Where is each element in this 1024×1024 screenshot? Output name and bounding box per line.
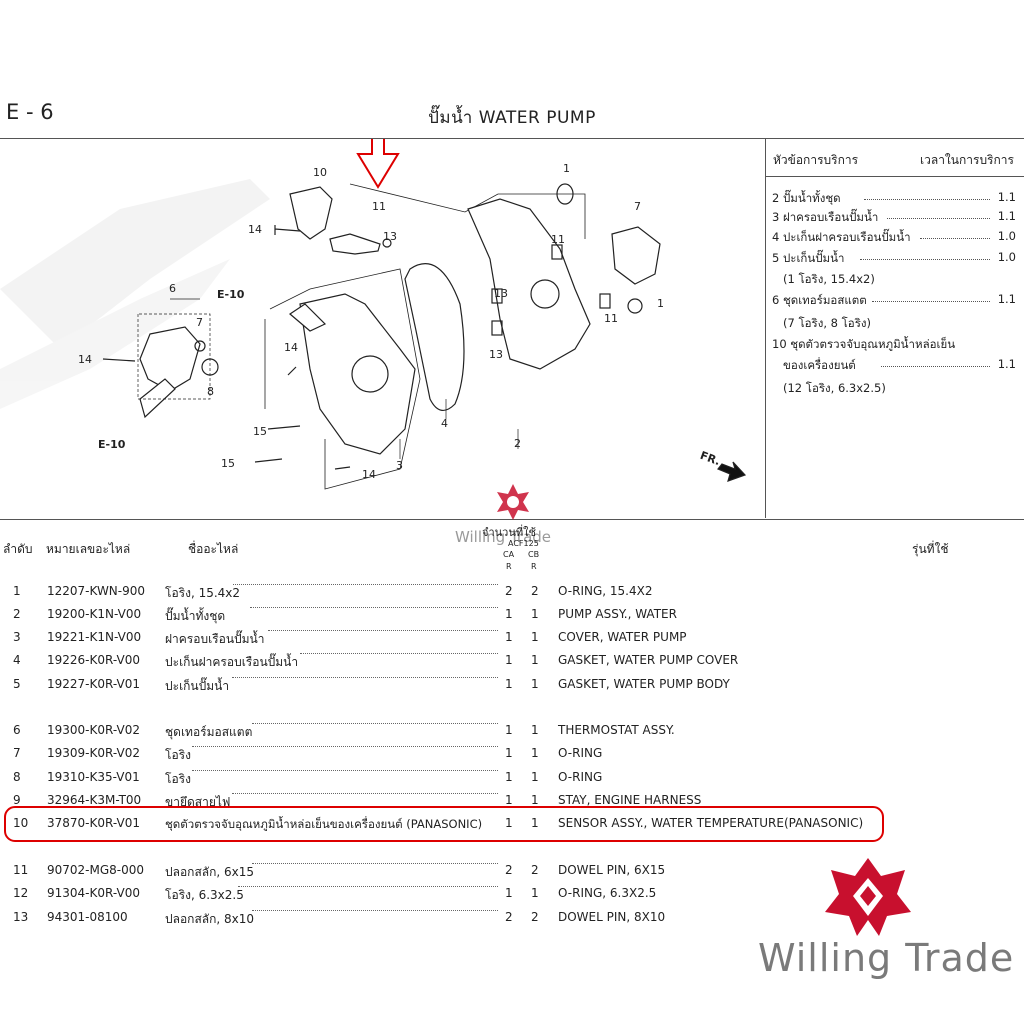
col-header-part-no: หมายเลขอะไหล่ — [46, 542, 131, 556]
reference-label: E-10 — [217, 288, 245, 301]
brand-watermark-small: Willing Trade — [455, 528, 552, 546]
diagram-frame — [0, 138, 1024, 520]
service-item: ของเครื่องยนต์1.1 — [783, 357, 1016, 372]
page-title: ปั๊มน้ำ WATER PUMP — [428, 108, 596, 128]
service-divider — [765, 138, 766, 518]
wing-background-icon — [0, 179, 270, 409]
callout: 14 — [284, 341, 298, 354]
callout: 6 — [169, 282, 176, 295]
qty-sub-a: CA — [503, 550, 515, 559]
brand-watermark: Willing Trade — [758, 936, 1015, 980]
service-item-note: (12 โอริง, 6.3x2.5) — [783, 381, 886, 395]
callout: 10 — [313, 166, 327, 179]
qty-sub-b: CB — [528, 550, 540, 559]
callout: 3 — [396, 459, 403, 472]
qty-sub-r2: R — [531, 562, 537, 571]
brand-logo-icon — [825, 858, 911, 936]
callout: 1 — [563, 162, 570, 175]
callout: 15 — [253, 425, 267, 438]
callout: 11 — [604, 312, 618, 325]
callout: 11 — [372, 200, 386, 213]
callout: 7 — [196, 316, 203, 329]
service-time-heading: เวลาในการบริการ — [920, 153, 1014, 167]
callout: 4 — [441, 417, 448, 430]
qty-model: ACF125 — [508, 539, 539, 548]
col-header-qty: จำนวนที่ใช้ — [482, 526, 536, 539]
col-header-models: รุ่นที่ใช้ — [912, 542, 949, 556]
page-code: E - 6 — [6, 100, 54, 124]
service-heading-rule — [766, 176, 1024, 177]
callout: 13 — [383, 230, 397, 243]
service-item: 10 ชุดตัวตรวจจับอุณหภูมิน้ำหล่อเย็น — [772, 337, 956, 351]
callout: 13 — [494, 287, 508, 300]
service-item-note: (7 โอริง, 8 โอริง) — [783, 316, 871, 330]
callout: 14 — [248, 223, 262, 236]
callout: 15 — [221, 457, 235, 470]
service-heading: หัวข้อการบริการ — [773, 153, 859, 167]
front-direction-icon — [717, 461, 747, 482]
callout: 14 — [362, 468, 376, 481]
callout: 11 — [551, 233, 565, 246]
reference-label: E-10 — [98, 438, 126, 451]
callout: 8 — [207, 385, 214, 398]
highlight-arrow-icon — [356, 139, 400, 189]
col-header-no: ลำดับ — [3, 542, 33, 556]
qty-sub-r1: R — [506, 562, 512, 571]
highlight-box — [4, 806, 884, 842]
exploded-diagram — [0, 139, 747, 490]
callout: 2 — [514, 437, 521, 450]
col-header-name: ชื่ออะไหล่ — [188, 542, 239, 556]
callout: 7 — [634, 200, 641, 213]
service-item-note: (1 โอริง, 15.4x2) — [783, 272, 875, 286]
brand-logo-small-icon — [497, 484, 529, 520]
callout: 13 — [489, 348, 503, 361]
callout: 14 — [78, 353, 92, 366]
callout: 1 — [657, 297, 664, 310]
